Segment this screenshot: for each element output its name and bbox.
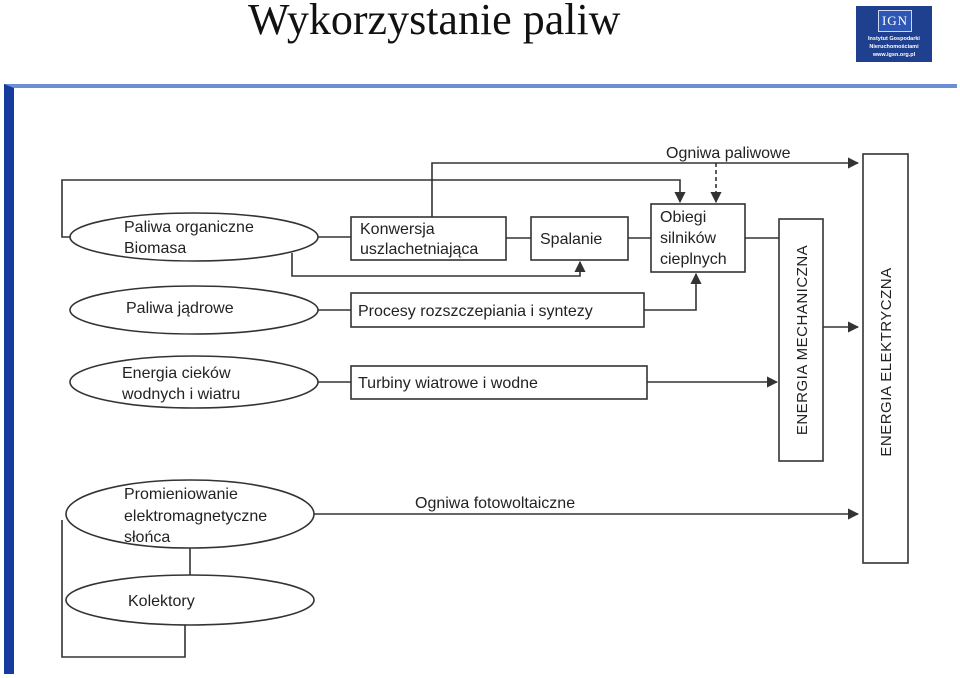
label-organic-2: Biomasa [124,240,186,257]
node-combustion [530,216,629,261]
logo-line-1: Instytut Gospodarki [868,36,920,42]
label-mechanical-energy: ENERGIA MECHANICZNA [794,245,811,435]
node-solar-radiation [65,479,315,549]
diagram-canvas: Paliwa organiczne Biomasa Paliwa jądrowe… [61,145,909,658]
edge-fission-to-cycles [644,272,702,311]
slide-title: Wykorzystanie paliw [248,0,621,44]
institute-logo: IGN Instytut Gospodarki Nieruchomościami… [856,6,932,62]
logo-line-3: www.igsn.org.pl [872,52,916,58]
label-solar-1: Promieniowanie [124,486,238,503]
node-turbines [350,365,648,400]
label-conversion-1: Konwersja [360,221,435,238]
energy-flow-diagram: Paliwa organiczne Biomasa Paliwa jądrowe… [14,88,957,674]
label-cycles-3: cieplnych [660,251,727,268]
node-heat-engines [650,203,746,273]
logo-mark: IGN [878,10,912,32]
label-cycles-2: silników [660,230,716,247]
logo-line-2: Nieruchomościami [869,44,919,50]
label-conversion-2: uszlachetniająca [360,241,478,258]
node-organic-fuels [69,212,319,262]
edge-organic-to-cycles [61,179,686,238]
connectors [61,157,860,658]
edge-conversion-to-fuel-cells [431,157,860,217]
node-water-wind [69,355,319,409]
label-collectors: Kolektory [128,593,195,610]
label-hydro-1: Energia cieków [122,365,231,382]
node-conversion [350,216,507,261]
label-hydro-2: wodnych i wiatru [121,386,240,403]
label-cycles-1: Obiegi [660,209,706,226]
label-photovoltaic: Ogniwa fotowoltaiczne [415,495,575,512]
label-solar-3: słońca [124,529,170,546]
label-turbines: Turbiny wiatrowe i wodne [358,375,538,392]
label-nuclear: Paliwa jądrowe [126,300,234,317]
label-combustion: Spalanie [540,231,602,248]
node-fission-fusion [350,292,645,328]
label-fission: Procesy rozszczepiania i syntezy [358,303,593,320]
node-mechanical-energy [778,218,824,462]
edge-organic-to-combustion [291,253,586,277]
label-electrical-energy: ENERGIA ELEKTRYCZNA [878,267,895,456]
label-organic-1: Paliwa organiczne [124,219,254,236]
node-collectors [65,574,315,626]
node-electrical-energy [862,153,909,564]
node-nuclear-fuels [69,285,319,335]
edge-collectors-loop [61,520,186,658]
label-solar-2: elektromagnetyczne [124,508,267,525]
label-fuel-cells: Ogniwa paliwowe [666,145,791,162]
